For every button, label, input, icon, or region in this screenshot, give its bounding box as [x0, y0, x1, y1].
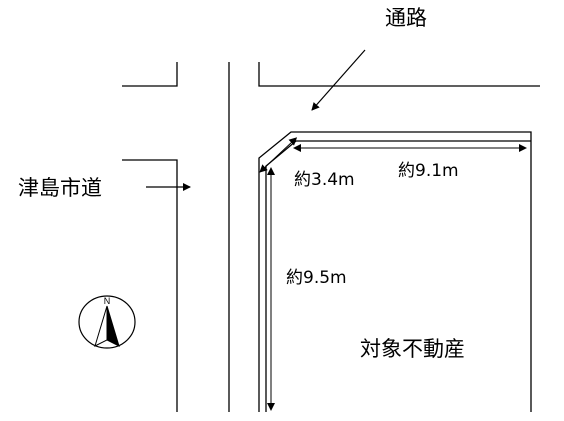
road-lines [122, 62, 540, 412]
depth-length-label: 約9.5m [286, 268, 347, 288]
dimension-arrows [259, 137, 527, 411]
property-label: 対象不動産 [360, 337, 465, 361]
frontage-length-label: 約9.1m [398, 161, 459, 181]
north-label: N [104, 296, 111, 306]
north-compass-icon: N [78, 295, 136, 349]
passage-label: 通路 [385, 6, 427, 30]
corner-cut-dimension-arrow [259, 137, 298, 173]
road-left-edge [122, 159, 178, 412]
passage-edge [258, 62, 540, 87]
passage-pointer-arrow [311, 49, 366, 111]
corner-cut-length-label: 約3.4m [294, 170, 355, 190]
property-outer-line [258, 131, 532, 412]
city-road-label: 津島市道 [18, 176, 102, 200]
road-top-left-corner [122, 62, 178, 87]
